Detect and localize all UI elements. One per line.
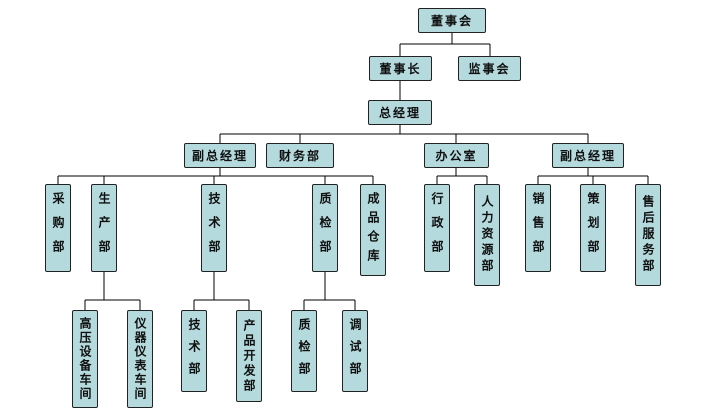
- node-after-sales-dept: 售后服务部: [635, 184, 661, 286]
- node-production-dept: 生产部: [91, 184, 117, 272]
- node-board: 董事会: [418, 8, 486, 33]
- node-finished-goods-warehouse: 成品仓库: [360, 184, 386, 276]
- node-sales-dept: 销售部: [525, 184, 551, 272]
- node-product-dev-dept: 产品开发部: [236, 310, 262, 402]
- node-debugging-dept: 调试部: [342, 310, 368, 392]
- node-quality-sub-dept: 质检部: [291, 310, 317, 392]
- node-hv-equipment-workshop: 高压设备车间: [72, 310, 98, 408]
- node-finance-dept: 财务部: [266, 143, 334, 168]
- node-technology-sub-dept: 技术部: [181, 310, 207, 392]
- node-admin-dept: 行政部: [424, 184, 450, 272]
- node-supervisory-board: 监事会: [458, 56, 521, 81]
- node-deputy-gm-left: 副总经理: [184, 143, 256, 168]
- node-planning-dept: 策划部: [580, 184, 606, 272]
- node-office: 办公室: [424, 143, 489, 168]
- node-instrument-workshop: 仪器仪表车间: [127, 310, 153, 408]
- node-purchasing-dept: 采购部: [45, 184, 71, 272]
- node-chairman: 董事长: [369, 56, 432, 81]
- node-quality-dept: 质检部: [312, 184, 338, 272]
- node-general-manager: 总经理: [368, 100, 432, 125]
- node-technology-dept: 技术部: [201, 184, 227, 272]
- node-hr-dept: 人力资源部: [474, 184, 500, 286]
- node-deputy-gm-right: 副总经理: [552, 143, 624, 168]
